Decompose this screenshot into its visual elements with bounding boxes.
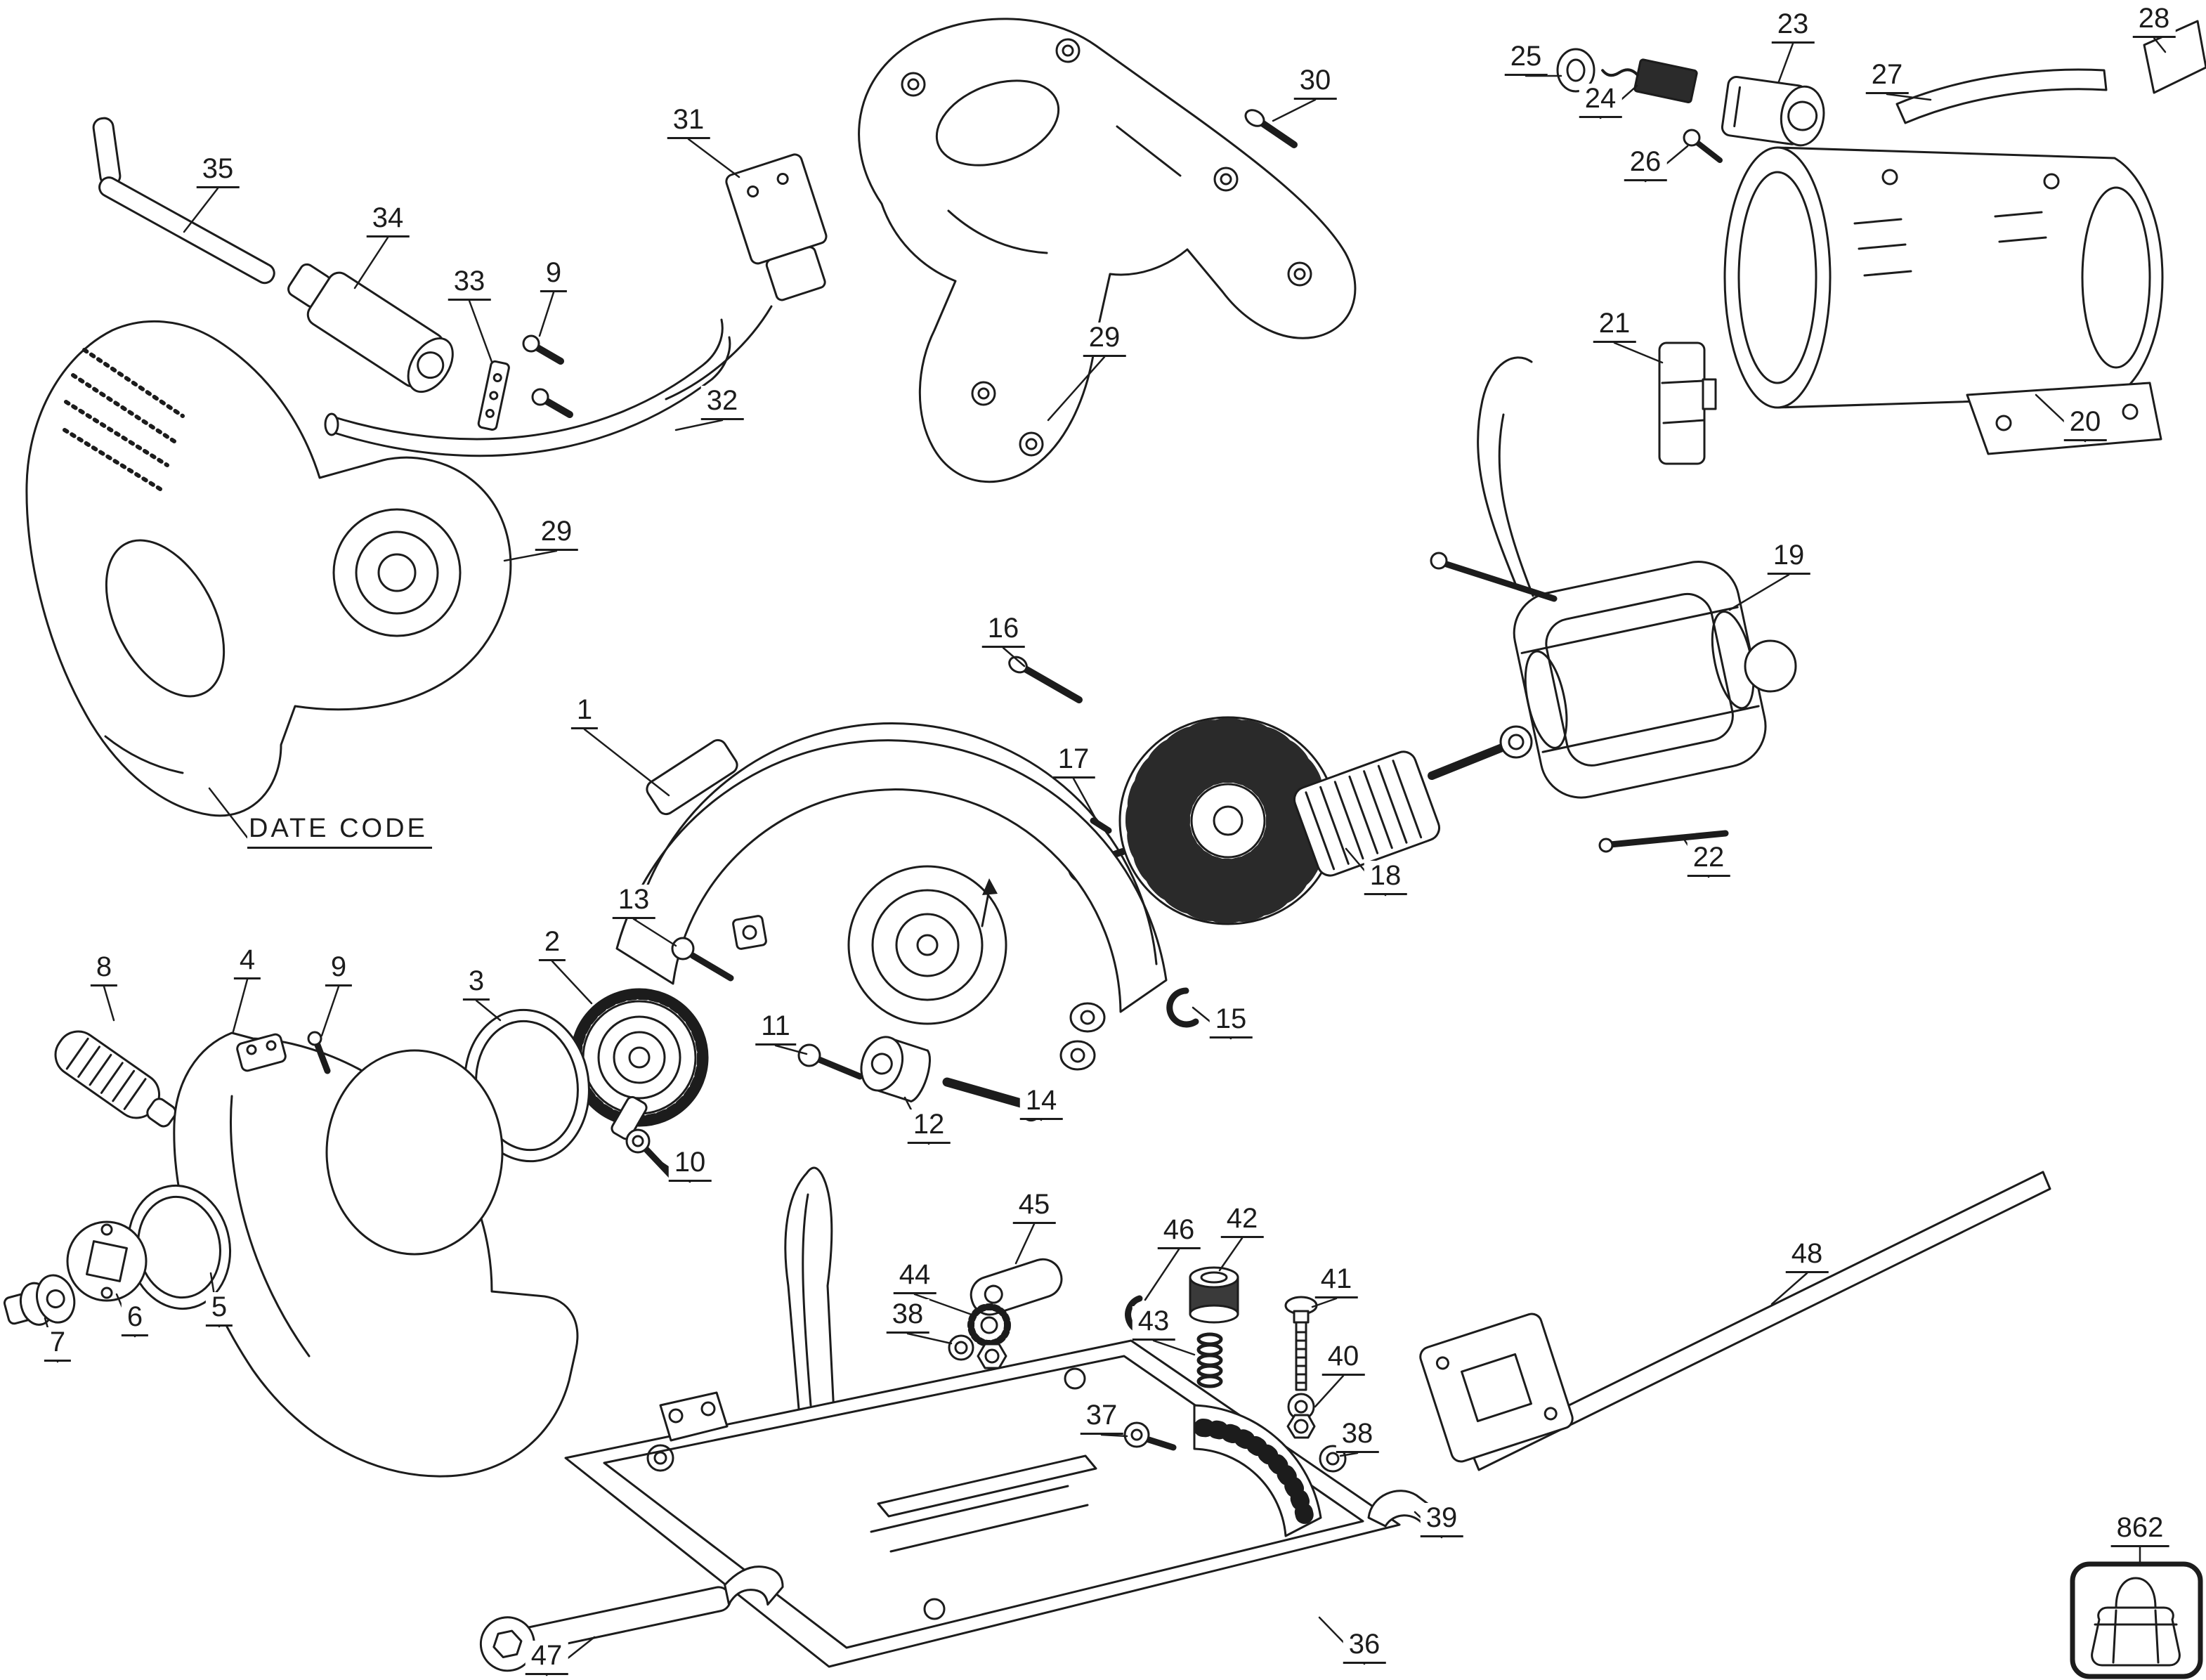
screw-30-drawing bbox=[1244, 109, 1298, 148]
callout-43: 43 bbox=[1132, 1306, 1175, 1341]
callout-6: 6 bbox=[121, 1302, 149, 1336]
bolt-7-drawing bbox=[3, 1274, 76, 1326]
date-code-leader bbox=[208, 787, 249, 839]
callout-41: 41 bbox=[1314, 1264, 1358, 1298]
screw-10-drawing bbox=[625, 1128, 675, 1180]
callout-22: 22 bbox=[1687, 842, 1730, 877]
callout-25: 25 bbox=[1504, 41, 1548, 76]
callout-19: 19 bbox=[1767, 540, 1810, 575]
screws-9-top-drawing bbox=[522, 334, 573, 418]
screw-37-drawing bbox=[1123, 1421, 1177, 1451]
callout-33: 33 bbox=[448, 266, 491, 301]
callout-10: 10 bbox=[668, 1147, 712, 1182]
screw-16-drawing bbox=[1008, 656, 1083, 703]
callout-32: 32 bbox=[700, 386, 744, 420]
callout-8: 8 bbox=[90, 952, 118, 986]
callout-2: 2 bbox=[538, 927, 566, 961]
callout-14: 14 bbox=[1019, 1086, 1063, 1120]
callout-862: 862 bbox=[2110, 1513, 2169, 1547]
left-housing-drawing bbox=[25, 320, 512, 839]
callout-40: 40 bbox=[1321, 1341, 1365, 1376]
callout-9: 9 bbox=[325, 952, 353, 986]
brush-plate-drawing bbox=[477, 360, 510, 431]
callout-39: 39 bbox=[1420, 1503, 1463, 1537]
retaining-ring-drawing bbox=[1166, 987, 1199, 1028]
callout-24: 24 bbox=[1579, 84, 1622, 118]
rip-fence-drawing bbox=[1419, 1171, 2051, 1471]
field-stator-drawing bbox=[1430, 356, 1797, 799]
callout-28: 28 bbox=[2132, 4, 2176, 38]
callout-46: 46 bbox=[1157, 1215, 1201, 1249]
pin-9-drawing bbox=[307, 1031, 331, 1074]
hex-wrench-drawing bbox=[92, 117, 275, 285]
gear-assembly-drawing bbox=[570, 988, 709, 1140]
callout-44: 44 bbox=[893, 1260, 936, 1294]
callout-35: 35 bbox=[196, 154, 240, 188]
callout-38: 38 bbox=[886, 1299, 929, 1334]
callout-11: 11 bbox=[755, 1011, 796, 1046]
brush-holder-drawing bbox=[1721, 76, 1825, 147]
washer-nut-38-left-drawing bbox=[948, 1334, 1007, 1369]
callout-12: 12 bbox=[907, 1109, 951, 1144]
callout-34: 34 bbox=[366, 203, 410, 237]
bushing-12-drawing bbox=[860, 1036, 931, 1102]
switch-drawing bbox=[665, 153, 828, 401]
callout-48: 48 bbox=[1785, 1239, 1829, 1273]
callout-20: 20 bbox=[2063, 407, 2107, 441]
screw-26-drawing bbox=[1683, 129, 1723, 163]
callout-29: 29 bbox=[1083, 323, 1126, 357]
callout-15: 15 bbox=[1209, 1004, 1253, 1038]
callout-18: 18 bbox=[1364, 861, 1407, 895]
date-code-label: DATE CODE bbox=[247, 814, 432, 849]
callout-7: 7 bbox=[44, 1327, 72, 1362]
spindle-sleeve-drawing bbox=[287, 263, 454, 393]
ring-5-drawing bbox=[126, 1184, 232, 1310]
callout-3: 3 bbox=[462, 966, 490, 1001]
upper-housing-drawing bbox=[858, 18, 1357, 483]
lock-lever-drawing bbox=[54, 1030, 177, 1128]
lock-knob-drawing bbox=[1189, 1266, 1239, 1324]
callout-21: 21 bbox=[1593, 308, 1636, 343]
callout-9: 9 bbox=[540, 258, 568, 292]
screw-11-drawing bbox=[797, 1043, 863, 1080]
depth-lever-drawing bbox=[970, 1258, 1063, 1316]
baffle-bracket-drawing bbox=[1658, 341, 1717, 465]
callout-47: 47 bbox=[525, 1641, 568, 1675]
callout-23: 23 bbox=[1771, 9, 1815, 44]
clamp-39-drawing bbox=[1367, 1490, 1435, 1528]
spring-43-drawing bbox=[1196, 1332, 1223, 1388]
bearing-cap-drawing bbox=[1556, 48, 1595, 93]
callout-29: 29 bbox=[535, 516, 578, 551]
clamp-plate-drawing bbox=[1895, 68, 2108, 124]
label-sheet-drawing bbox=[2143, 20, 2206, 94]
bolt-41-drawing bbox=[1284, 1296, 1318, 1391]
callout-16: 16 bbox=[981, 613, 1025, 648]
callout-38: 38 bbox=[1336, 1419, 1379, 1453]
blade-wrench-drawing bbox=[479, 1565, 784, 1672]
bevel-quadrant-drawing bbox=[1193, 1404, 1322, 1537]
callout-45: 45 bbox=[1012, 1190, 1056, 1224]
washer-nut-40-drawing bbox=[1286, 1393, 1316, 1439]
callout-42: 42 bbox=[1220, 1204, 1264, 1238]
carbon-brush-drawing bbox=[1601, 58, 1698, 103]
callout-31: 31 bbox=[667, 105, 710, 139]
lower-guard-drawing bbox=[173, 1031, 579, 1478]
callout-17: 17 bbox=[1052, 744, 1095, 779]
callout-4: 4 bbox=[233, 945, 261, 979]
screw-13-drawing bbox=[671, 937, 734, 982]
callout-5: 5 bbox=[205, 1292, 233, 1327]
callout-27: 27 bbox=[1865, 60, 1909, 94]
callout-30: 30 bbox=[1293, 65, 1337, 100]
cord-guard-drawing bbox=[324, 318, 731, 457]
callout-37: 37 bbox=[1080, 1400, 1123, 1435]
armature-drawing bbox=[1067, 716, 1533, 925]
pin-22-drawing bbox=[1598, 830, 1729, 853]
washer-6-drawing bbox=[66, 1220, 148, 1302]
callout-26: 26 bbox=[1624, 147, 1667, 181]
callout-36: 36 bbox=[1343, 1629, 1386, 1664]
kit-bag-badge bbox=[2070, 1561, 2203, 1679]
callout-1: 1 bbox=[570, 695, 599, 729]
callout-13: 13 bbox=[612, 885, 655, 919]
